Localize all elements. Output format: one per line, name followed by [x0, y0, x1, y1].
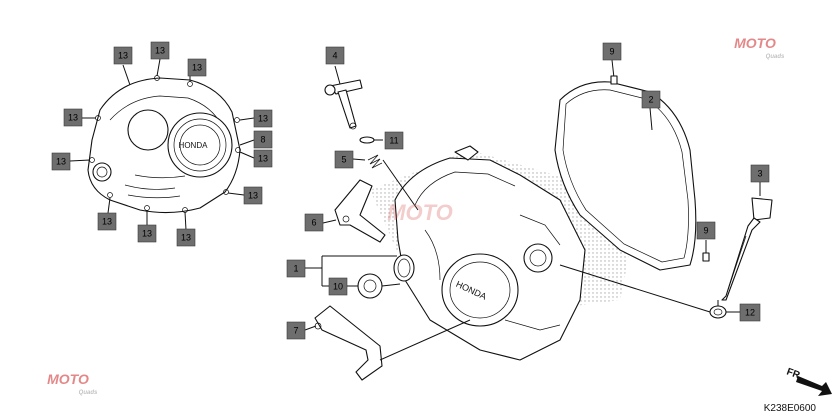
svg-text:Quads: Quads [79, 390, 98, 396]
callout-13a[interactable]: 13 [113, 46, 133, 65]
svg-text:13: 13 [155, 46, 165, 56]
svg-text:11: 11 [389, 136, 398, 146]
callout-1[interactable]: 1 [286, 259, 306, 278]
svg-text:9: 9 [703, 226, 708, 236]
svg-text:1: 1 [293, 264, 298, 274]
front-direction-arrow: FR. [785, 366, 832, 396]
svg-text:13: 13 [258, 114, 268, 124]
callout-9a[interactable]: 9 [602, 42, 622, 61]
svg-text:13: 13 [118, 51, 128, 61]
svg-text:8: 8 [260, 135, 265, 145]
callout-2[interactable]: 2 [641, 90, 661, 109]
svg-text:MOTO: MOTO [387, 200, 453, 225]
brand-emboss-small: HONDA [179, 141, 209, 150]
bolt-leaders [69, 58, 255, 231]
guide-plate [304, 305, 471, 381]
svg-text:6: 6 [311, 218, 316, 228]
svg-text:3: 3 [757, 169, 762, 179]
svg-text:13: 13 [258, 154, 268, 164]
watermark-center: MOTO [387, 200, 453, 225]
callout-13h[interactable]: 13 [243, 186, 263, 205]
svg-text:13: 13 [142, 229, 152, 239]
svg-text:4: 4 [332, 51, 337, 61]
callout-8[interactable]: 8 [253, 130, 273, 149]
svg-text:13: 13 [248, 191, 258, 201]
watermark-top-right: MOTO Quads [734, 35, 785, 60]
svg-text:13: 13 [181, 233, 191, 243]
callout-13d[interactable]: 13 [63, 108, 83, 127]
svg-text:Quads: Quads [766, 54, 785, 60]
callout-13g[interactable]: 13 [51, 152, 71, 171]
diagram-code: K238E0600 [763, 403, 816, 414]
bracket [322, 179, 386, 243]
svg-text:13: 13 [56, 157, 66, 167]
crankcase-cover-outer: HONDA [87, 75, 241, 214]
o-ring-spring [352, 136, 419, 211]
callout-5[interactable]: 5 [334, 150, 354, 169]
svg-text:13: 13 [102, 217, 112, 227]
callout-13b[interactable]: 13 [150, 41, 170, 60]
callout-9b[interactable]: 9 [696, 221, 716, 240]
callout-6[interactable]: 6 [304, 213, 324, 232]
seal-bearing [305, 254, 415, 299]
svg-text:13: 13 [192, 63, 202, 73]
svg-text:10: 10 [333, 282, 343, 292]
callout-13f[interactable]: 13 [253, 149, 273, 168]
svg-text:9: 9 [609, 47, 614, 57]
callout-13k[interactable]: 13 [176, 228, 196, 247]
svg-text:7: 7 [293, 326, 298, 336]
callout-13e[interactable]: 13 [253, 109, 273, 128]
callout-13c[interactable]: 13 [187, 58, 207, 77]
gasket [554, 59, 710, 271]
callout-4[interactable]: 4 [325, 46, 345, 65]
callout-10[interactable]: 10 [328, 277, 348, 296]
svg-text:12: 12 [745, 308, 755, 318]
svg-text:MOTO: MOTO [734, 35, 776, 51]
svg-text:2: 2 [648, 95, 653, 105]
callout-12[interactable]: 12 [739, 303, 761, 322]
direction-label: FR. [785, 366, 804, 382]
callout-13j[interactable]: 13 [137, 224, 157, 243]
callout-7[interactable]: 7 [286, 321, 306, 340]
dipstick [709, 182, 773, 319]
watermark-bottom-left: MOTO Quads [47, 371, 98, 396]
svg-text:5: 5 [341, 155, 346, 165]
svg-text:13: 13 [68, 113, 78, 123]
lever-arm [324, 65, 363, 130]
svg-text:MOTO: MOTO [47, 371, 89, 387]
callout-13i[interactable]: 13 [97, 212, 117, 231]
callout-11[interactable]: 11 [384, 131, 404, 150]
crankcase-cover-main: HONDA [394, 145, 711, 361]
callout-3[interactable]: 3 [750, 164, 770, 183]
